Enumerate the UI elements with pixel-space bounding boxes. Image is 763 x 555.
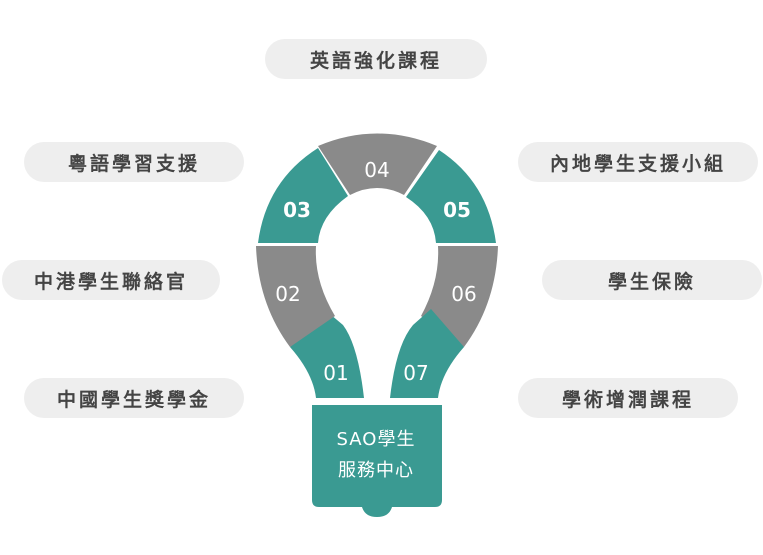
center-title-line2: 服務中心 xyxy=(338,460,414,481)
label-06-pill: 學生保險 xyxy=(542,260,762,300)
label-07-pill: 學術增潤課程 xyxy=(518,378,738,418)
label-02-text: 中港學生聯絡官 xyxy=(33,270,188,293)
label-01-pill: 中國學生獎學金 xyxy=(24,378,244,418)
segment-02 xyxy=(256,246,335,347)
label-02-pill: 中港學生聯絡官 xyxy=(2,260,220,300)
label-04-pill: 英語強化課程 xyxy=(265,39,487,79)
label-03-pill: 粵語學習支援 xyxy=(24,142,244,182)
label-06-text: 學生保險 xyxy=(607,270,696,293)
segment-05 xyxy=(406,150,496,243)
segment-02-number: 02 xyxy=(275,282,300,306)
segment-04-number: 04 xyxy=(364,158,389,182)
segment-07-number: 07 xyxy=(403,361,428,385)
segment-04 xyxy=(318,133,437,195)
segment-06-number: 06 xyxy=(451,282,476,306)
segment-07 xyxy=(390,309,464,398)
label-04-text: 英語強化課程 xyxy=(309,49,442,72)
segment-03-number: 03 xyxy=(283,198,311,222)
segment-01-number: 01 xyxy=(323,361,348,385)
label-07-text: 學術增潤課程 xyxy=(561,388,694,411)
bulb-base xyxy=(312,405,442,517)
label-05-text: 內地學生支援小組 xyxy=(549,152,726,175)
segment-05-number: 05 xyxy=(443,198,471,222)
segment-03 xyxy=(258,148,348,243)
label-01-text: 中國學生獎學金 xyxy=(56,388,211,411)
center-title-line1: SAO學生 xyxy=(336,429,416,450)
label-05-pill: 內地學生支援小組 xyxy=(518,142,758,182)
label-03-text: 粵語學習支援 xyxy=(67,152,200,175)
